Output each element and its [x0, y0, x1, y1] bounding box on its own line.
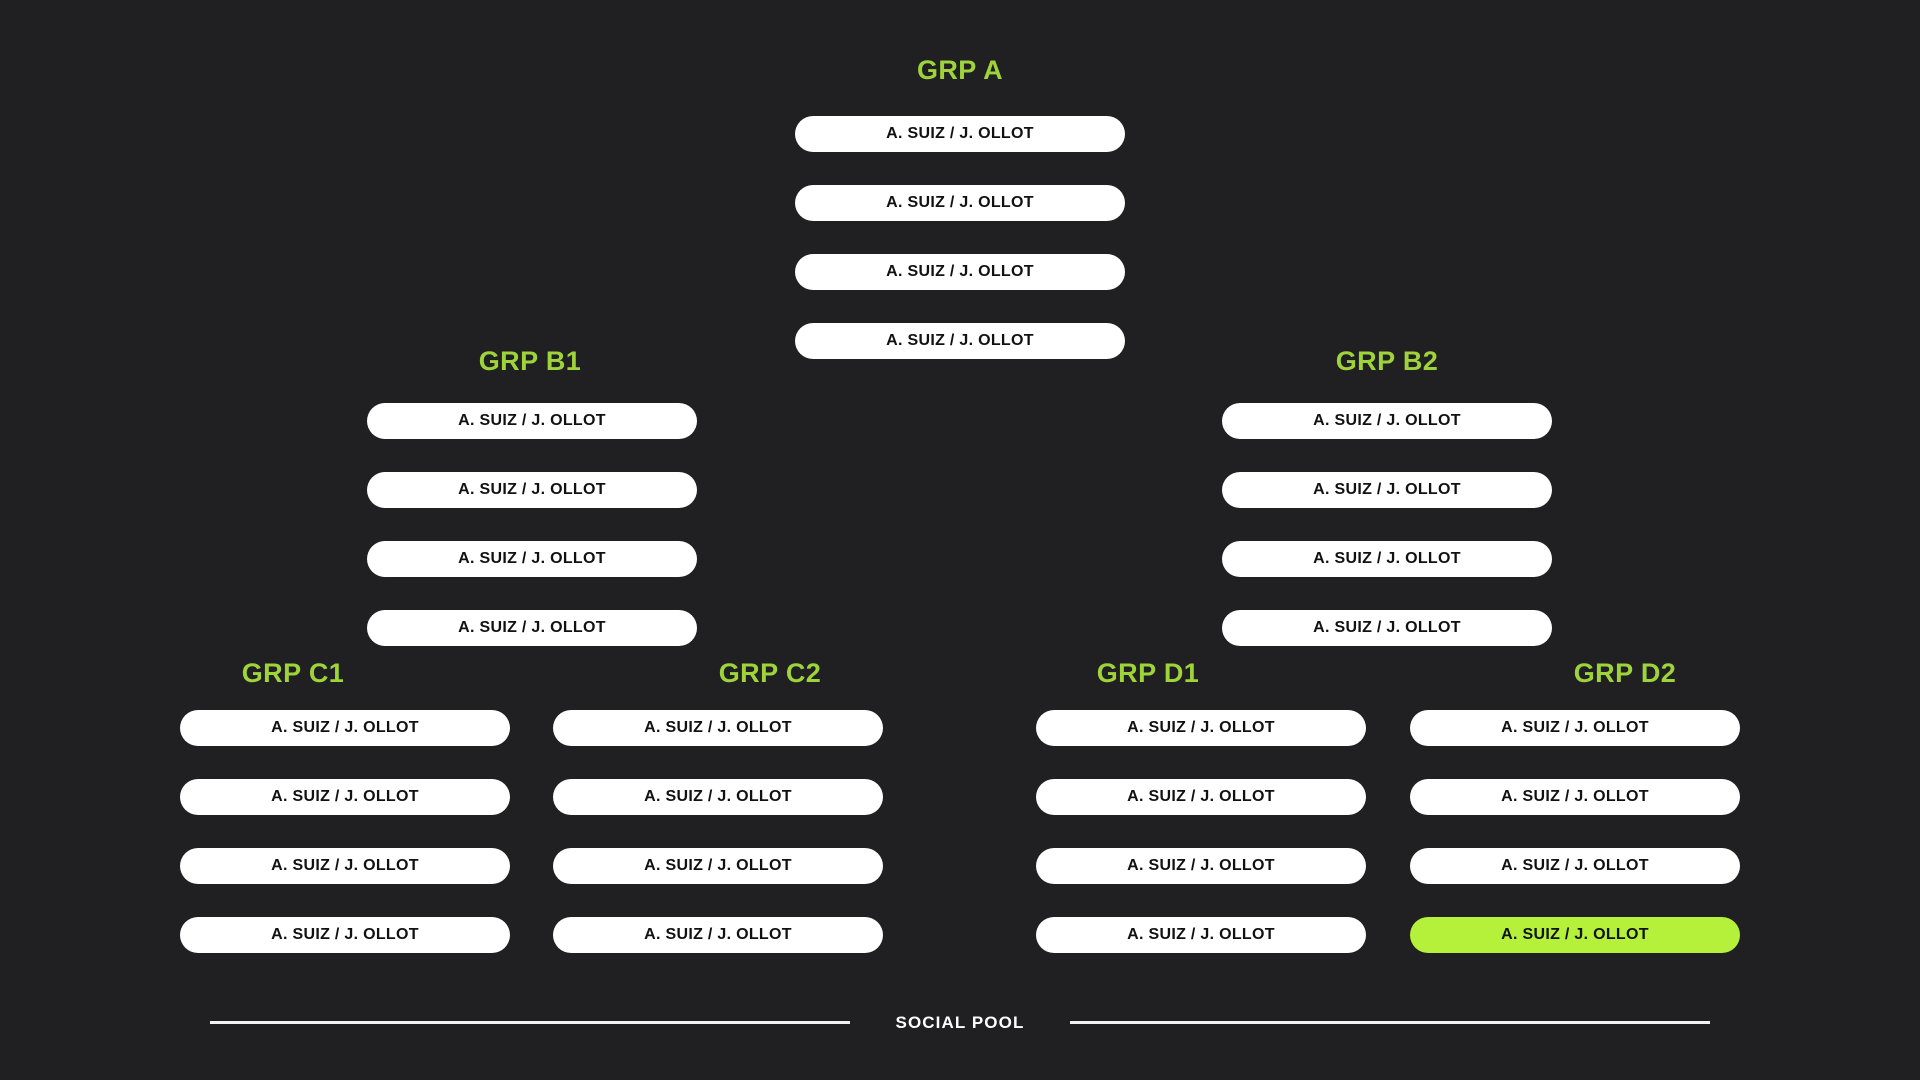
entry-pill-label: A. SUIZ / J. OLLOT [1501, 926, 1649, 943]
entry-pill-label: A. SUIZ / J. OLLOT [1313, 412, 1461, 429]
entry-pill[interactable]: A. SUIZ / J. OLLOT [795, 254, 1125, 290]
entry-pill[interactable]: A. SUIZ / J. OLLOT [180, 779, 510, 815]
entry-pill-label: A. SUIZ / J. OLLOT [1313, 619, 1461, 636]
entry-pill[interactable]: A. SUIZ / J. OLLOT [553, 848, 883, 884]
entry-pill-label: A. SUIZ / J. OLLOT [644, 857, 792, 874]
entry-pill-label: A. SUIZ / J. OLLOT [1127, 788, 1275, 805]
entry-pill[interactable]: A. SUIZ / J. OLLOT [1410, 848, 1740, 884]
footer-rule-right [1070, 1020, 1711, 1024]
entry-pill-label: A. SUIZ / J. OLLOT [1501, 857, 1649, 874]
entry-pill-label: A. SUIZ / J. OLLOT [886, 194, 1034, 211]
entry-pill-label: A. SUIZ / J. OLLOT [1127, 719, 1275, 736]
entry-pill-label: A. SUIZ / J. OLLOT [1127, 926, 1275, 943]
group-label-grp-b1: GRP B1 [478, 346, 582, 376]
group-label-grp-c2: GRP C2 [718, 658, 822, 688]
entry-pill-label: A. SUIZ / J. OLLOT [886, 263, 1034, 280]
entry-pill[interactable]: A. SUIZ / J. OLLOT [367, 610, 697, 646]
entry-pill[interactable]: A. SUIZ / J. OLLOT [553, 917, 883, 953]
entry-pill[interactable]: A. SUIZ / J. OLLOT [367, 541, 697, 577]
entry-pill[interactable]: A. SUIZ / J. OLLOT [1410, 917, 1740, 953]
entry-pill-label: A. SUIZ / J. OLLOT [271, 788, 419, 805]
entry-pill-label: A. SUIZ / J. OLLOT [271, 719, 419, 736]
entry-pill[interactable]: A. SUIZ / J. OLLOT [1036, 779, 1366, 815]
entry-pill[interactable]: A. SUIZ / J. OLLOT [180, 710, 510, 746]
entry-pill-label: A. SUIZ / J. OLLOT [1501, 719, 1649, 736]
entry-pill-label: A. SUIZ / J. OLLOT [458, 481, 606, 498]
social-pool-footer: SOCIAL POOL [0, 1002, 1920, 1042]
entry-pill[interactable]: A. SUIZ / J. OLLOT [1036, 710, 1366, 746]
entry-pill-label: A. SUIZ / J. OLLOT [1127, 857, 1275, 874]
entry-pill[interactable]: A. SUIZ / J. OLLOT [1222, 541, 1552, 577]
group-label-grp-b2: GRP B2 [1335, 346, 1439, 376]
entry-pill[interactable]: A. SUIZ / J. OLLOT [553, 710, 883, 746]
entry-pill-label: A. SUIZ / J. OLLOT [458, 619, 606, 636]
footer-label: SOCIAL POOL [895, 1012, 1025, 1032]
entry-pill-label: A. SUIZ / J. OLLOT [644, 788, 792, 805]
entry-pill[interactable]: A. SUIZ / J. OLLOT [1036, 917, 1366, 953]
entry-pill[interactable]: A. SUIZ / J. OLLOT [1222, 472, 1552, 508]
entry-pill[interactable]: A. SUIZ / J. OLLOT [795, 185, 1125, 221]
entry-pill-label: A. SUIZ / J. OLLOT [644, 719, 792, 736]
entry-pill-label: A. SUIZ / J. OLLOT [1313, 481, 1461, 498]
entry-pill[interactable]: A. SUIZ / J. OLLOT [367, 403, 697, 439]
entry-pill-label: A. SUIZ / J. OLLOT [644, 926, 792, 943]
entry-pill-label: A. SUIZ / J. OLLOT [458, 550, 606, 567]
entry-pill[interactable]: A. SUIZ / J. OLLOT [795, 323, 1125, 359]
entry-pill[interactable]: A. SUIZ / J. OLLOT [1410, 710, 1740, 746]
entry-pill[interactable]: A. SUIZ / J. OLLOT [180, 917, 510, 953]
entry-pill[interactable]: A. SUIZ / J. OLLOT [1222, 403, 1552, 439]
entry-pill-label: A. SUIZ / J. OLLOT [886, 125, 1034, 142]
entry-pill-label: A. SUIZ / J. OLLOT [1313, 550, 1461, 567]
entry-pill[interactable]: A. SUIZ / J. OLLOT [1410, 779, 1740, 815]
entry-pill[interactable]: A. SUIZ / J. OLLOT [180, 848, 510, 884]
entry-pill[interactable]: A. SUIZ / J. OLLOT [1036, 848, 1366, 884]
entry-pill-label: A. SUIZ / J. OLLOT [886, 332, 1034, 349]
group-label-grp-a: GRP A [916, 55, 1004, 85]
group-label-grp-c1: GRP C1 [241, 658, 345, 688]
entry-pill[interactable]: A. SUIZ / J. OLLOT [367, 472, 697, 508]
entry-pill-label: A. SUIZ / J. OLLOT [271, 857, 419, 874]
entry-pill[interactable]: A. SUIZ / J. OLLOT [1222, 610, 1552, 646]
entry-pill-label: A. SUIZ / J. OLLOT [458, 412, 606, 429]
entry-pill-label: A. SUIZ / J. OLLOT [271, 926, 419, 943]
footer-rule-left [209, 1020, 850, 1024]
entry-pill-label: A. SUIZ / J. OLLOT [1501, 788, 1649, 805]
group-label-grp-d2: GRP D2 [1573, 658, 1677, 688]
entry-pill[interactable]: A. SUIZ / J. OLLOT [553, 779, 883, 815]
entry-pill[interactable]: A. SUIZ / J. OLLOT [795, 116, 1125, 152]
group-label-grp-d1: GRP D1 [1096, 658, 1200, 688]
